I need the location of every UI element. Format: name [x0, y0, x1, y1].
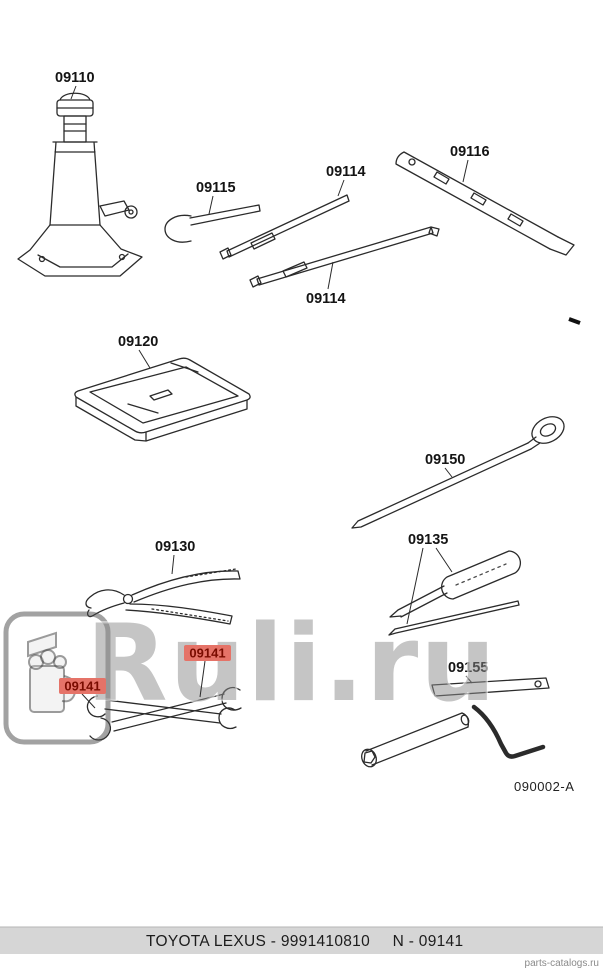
footer-bar: TOYOTA LEXUS - 9991410810 N - 09141 — [0, 926, 603, 954]
part-label-wrench-bar[interactable]: 09116 — [450, 144, 490, 160]
part-label-tool-tray[interactable]: 09120 — [118, 334, 158, 350]
part-label-lug-wrench[interactable]: 09150 — [425, 452, 465, 468]
label-group-rod-upper: 09114 — [326, 164, 366, 197]
watermark-text: Ruli.ru — [86, 602, 498, 725]
part-label-jack[interactable]: 09110 — [55, 70, 95, 86]
diagram-ref-code: 090002-A — [514, 779, 574, 794]
part-label-hook-rod[interactable]: 09115 — [196, 180, 236, 196]
lug-wrench-drawing — [351, 416, 565, 529]
part-label-wrench-a[interactable]: 09141 — [189, 646, 225, 661]
stray-mark — [568, 317, 581, 325]
label-group-rod-lower: 09114 — [306, 261, 346, 307]
hook-rod-drawing — [164, 204, 261, 243]
part-label-pipe-tool[interactable]: 09155 — [448, 660, 488, 676]
highlight-group-wrench-a: 09141 — [184, 645, 231, 698]
site-link[interactable]: parts-catalogs.ru — [525, 958, 599, 969]
pipe-tool-drawing — [361, 677, 550, 768]
part-label-pliers[interactable]: 09130 — [155, 539, 195, 555]
wrench-bar-drawing — [395, 151, 575, 256]
highlight-badge-wrench-b[interactable] — [59, 678, 106, 694]
watermark-mascot-frame — [3, 611, 111, 745]
label-group-wrench-bar: 09116 — [450, 144, 490, 183]
highlight-badge-wrench-a[interactable] — [184, 645, 231, 661]
part-label-screwdriver[interactable]: 09135 — [408, 532, 448, 548]
label-group-pliers: 09130 — [155, 539, 195, 575]
extension-rod-upper-drawing — [219, 194, 350, 260]
label-group-hook-rod: 09115 — [196, 180, 236, 215]
part-label-rod-upper[interactable]: 09114 — [326, 164, 366, 180]
extension-rod-lower-drawing — [249, 226, 440, 288]
footer-bar-bg — [0, 927, 603, 954]
label-group-lug-wrench: 09150 — [425, 452, 465, 478]
part-label-rod-lower[interactable]: 09114 — [306, 291, 346, 307]
label-group-tool-tray: 09120 — [118, 334, 158, 369]
jack-drawing — [17, 92, 143, 277]
open-end-wrenches-drawing — [86, 686, 242, 741]
footer-caption-left: TOYOTA LEXUS - 9991410810 — [146, 933, 370, 950]
watermark-mascot — [27, 631, 77, 713]
footer-caption-right: N - 09141 — [393, 933, 464, 950]
tool-tray-drawing — [74, 357, 251, 442]
label-group-jack: 09110 — [55, 70, 95, 100]
part-label-wrench-b[interactable]: 09141 — [64, 679, 100, 694]
watermark: Ruli.ru — [3, 601, 498, 745]
label-group-pipe-tool: 09155 — [448, 660, 488, 684]
pliers-drawing — [85, 568, 241, 625]
label-group-screwdriver: 09135 — [406, 532, 453, 625]
highlight-group-wrench-b: 09141 — [59, 678, 106, 709]
screwdriver-drawing — [388, 550, 522, 636]
